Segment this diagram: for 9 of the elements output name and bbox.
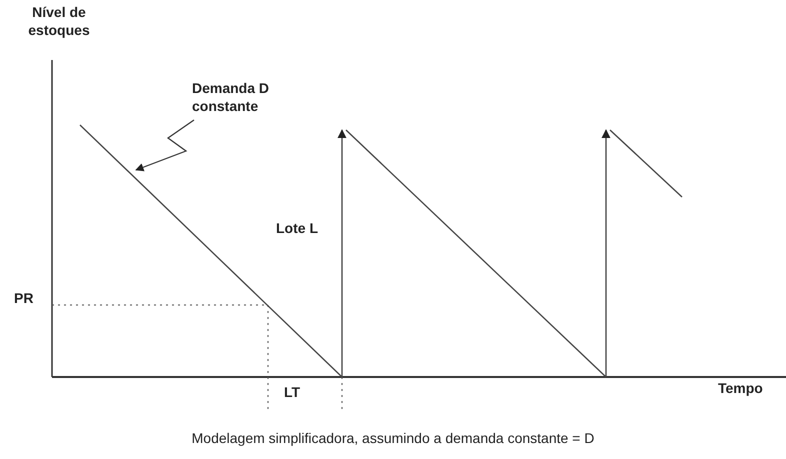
lead-time-label: LT: [284, 384, 302, 402]
annotation-text: Demanda D constante: [192, 80, 270, 115]
reorder-point-label: PR: [14, 290, 34, 308]
demand-line: [80, 124, 342, 378]
caption: Modelagem simplificadora, assumindo a demanda constante = D: [192, 429, 594, 448]
leader-line: [135, 120, 194, 172]
axis-label: Nível de estoques: [27, 4, 91, 39]
axis-label: Tempo: [718, 380, 764, 398]
lot-label: Lote L: [276, 220, 319, 238]
